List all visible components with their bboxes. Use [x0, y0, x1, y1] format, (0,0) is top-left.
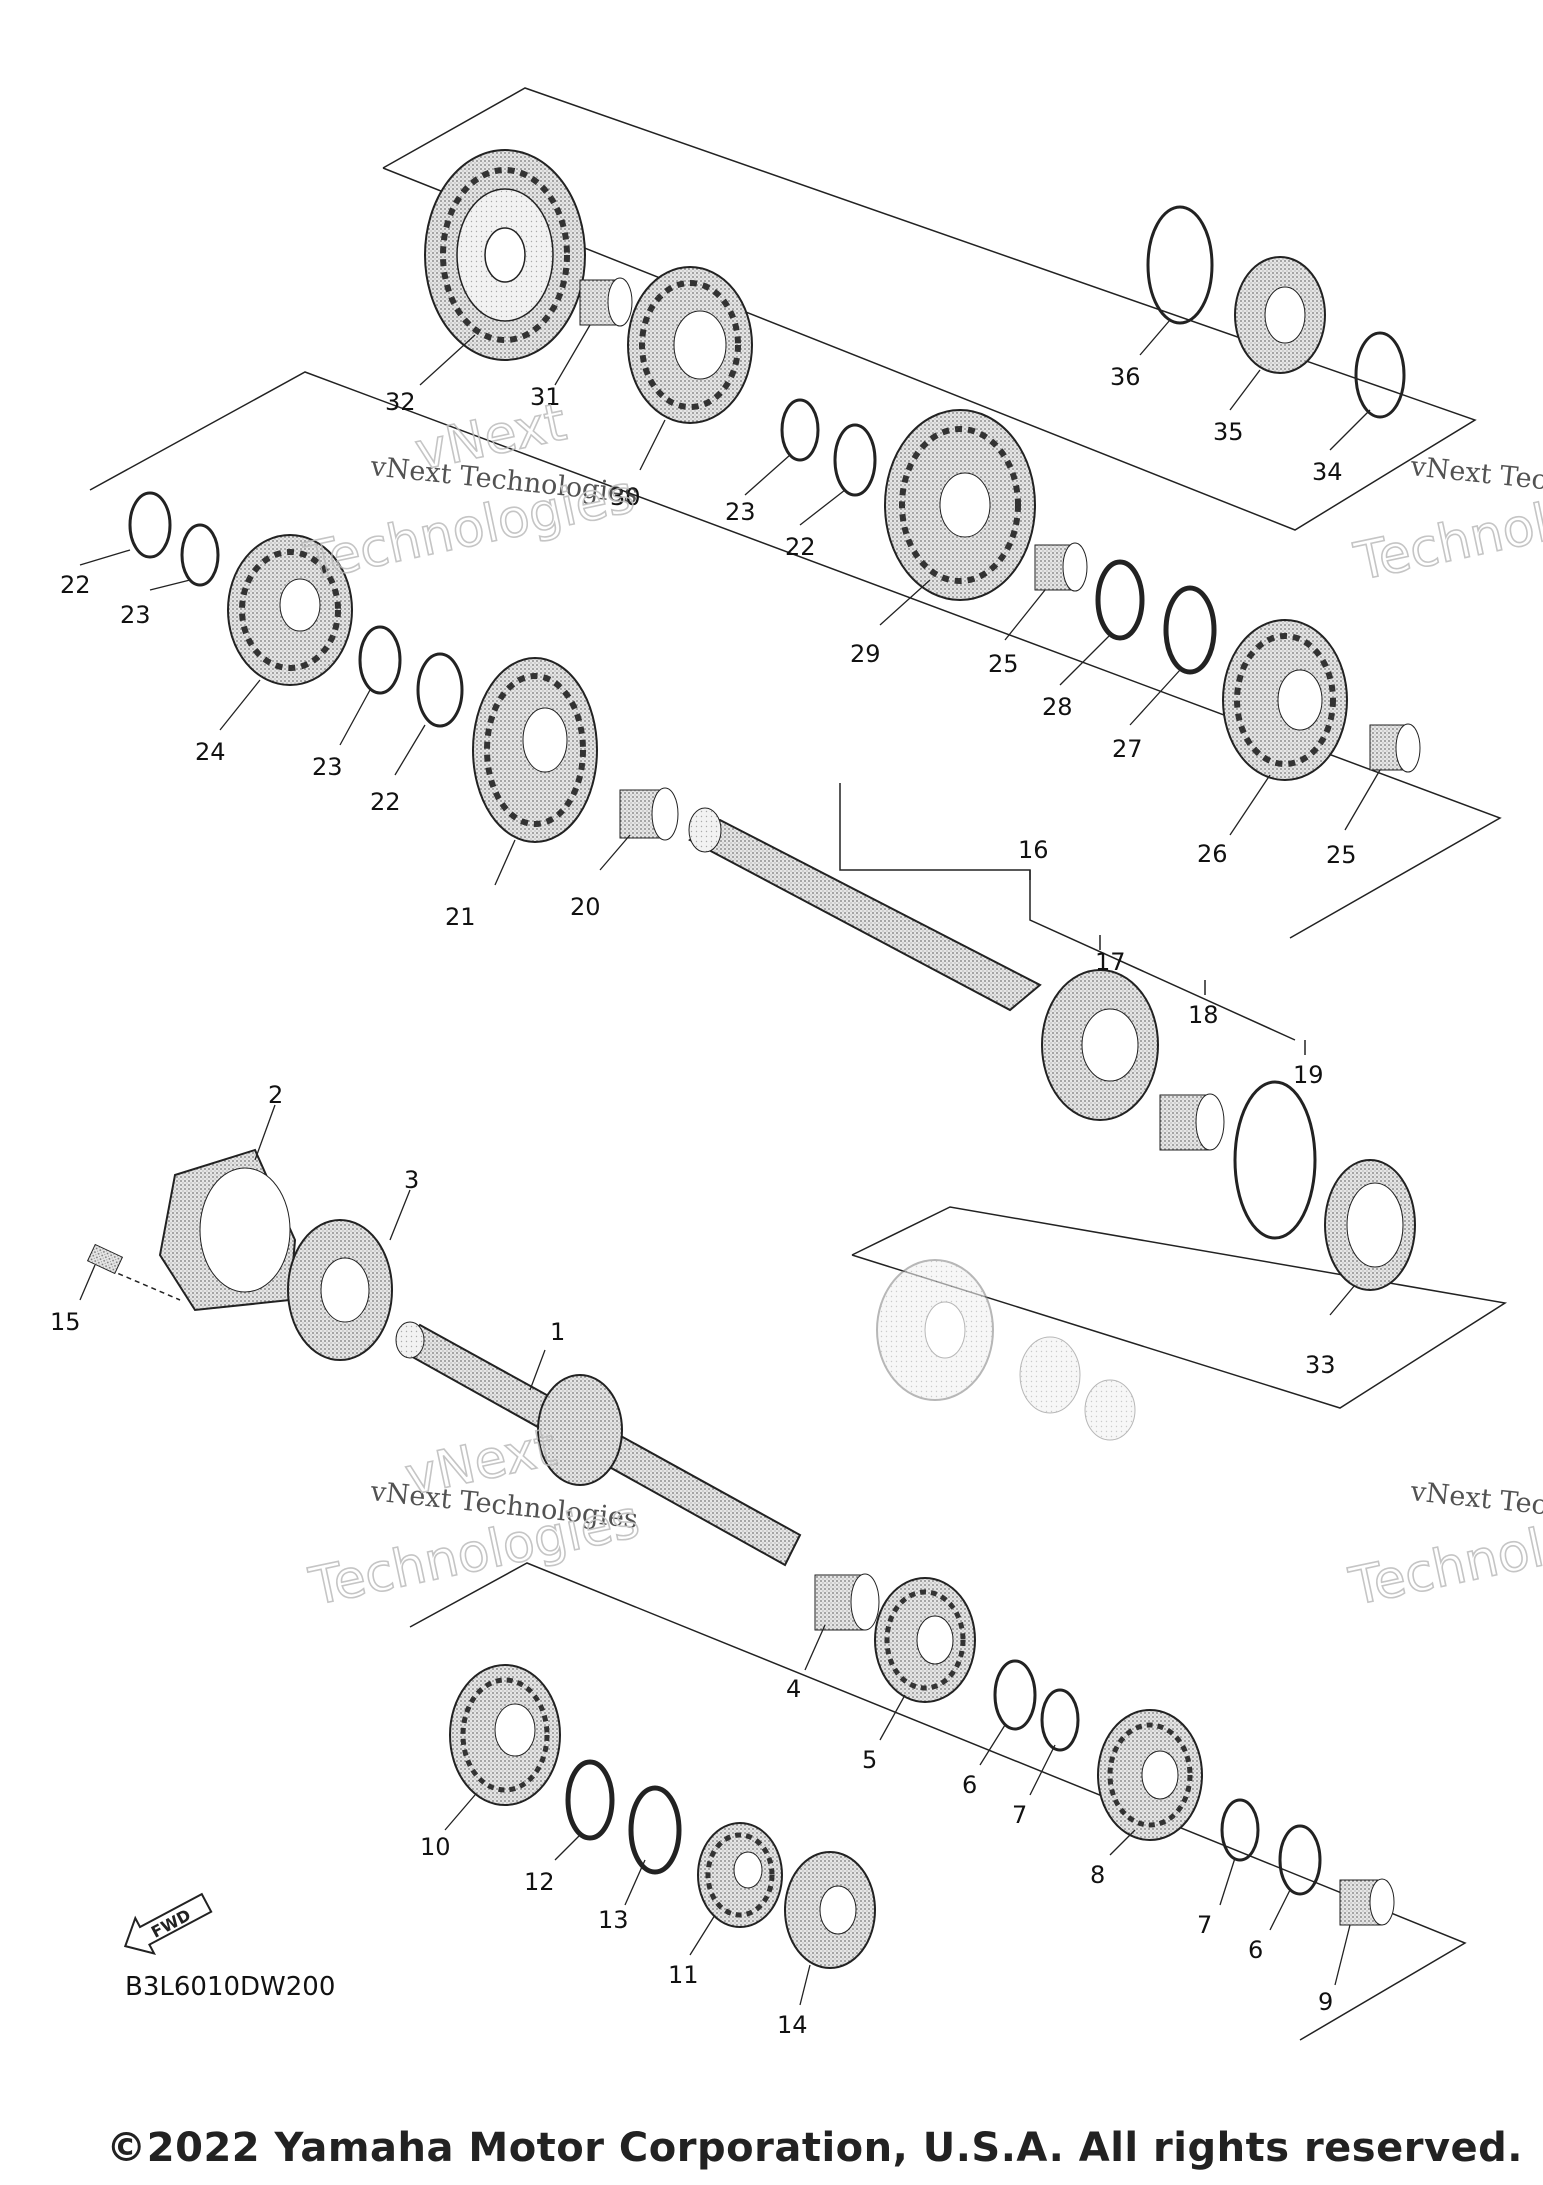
bearing-14: [784, 1851, 876, 1969]
frame-main-lower: [409, 1562, 1467, 2041]
callout-35: 35: [1213, 418, 1244, 446]
gear-24: [227, 534, 353, 686]
callout-22-upper: 22: [785, 533, 816, 561]
callout-31: 31: [530, 383, 561, 411]
gear-10: [449, 1664, 561, 1806]
circlip-19: [1233, 1080, 1317, 1240]
callout-leaders: [79, 319, 1381, 2006]
circlips-6-7: [993, 1659, 1322, 1896]
main-axle-1: [395, 1321, 802, 1567]
callout-28: 28: [1042, 693, 1073, 721]
gear-8: [1097, 1709, 1203, 1841]
bearing-housing-2: [158, 1148, 297, 1312]
callout-1: 1: [550, 1318, 565, 1346]
callout-22-mid: 22: [370, 788, 401, 816]
countershaft-16: [688, 807, 1042, 1012]
callout-34: 34: [1312, 458, 1343, 486]
frame-output: [851, 1206, 1508, 1409]
callout-25-lower: 25: [1326, 841, 1357, 869]
callout-25-upper: 25: [988, 650, 1019, 678]
callout-15: 15: [50, 1308, 81, 1336]
frame-upper-gears: [382, 87, 1477, 531]
callout-6-lower: 6: [1248, 1936, 1263, 1964]
callout-14: 14: [777, 2011, 808, 2039]
bearing-35: [1234, 256, 1326, 374]
callout-27: 27: [1112, 735, 1143, 763]
callout-33: 33: [1305, 1351, 1336, 1379]
circlip-36: [1146, 205, 1214, 325]
gear-29: [884, 409, 1036, 601]
callout-3: 3: [404, 1166, 419, 1194]
drive-sprocket: [876, 1259, 1136, 1441]
fwd-arrow-icon: FWD: [123, 1892, 213, 1955]
callout-2: 2: [268, 1081, 283, 1109]
diagram-code: B3L6010DW200: [125, 1972, 335, 2002]
gear-32: [424, 149, 586, 361]
callout-12: 12: [524, 1868, 555, 1896]
bearing-3: [287, 1219, 393, 1361]
callout-36: 36: [1110, 363, 1141, 391]
circlips-22-23-upper: [780, 398, 877, 497]
bushing-20: [619, 787, 679, 841]
callout-9: 9: [1318, 1988, 1333, 2016]
bushing-25-upper: [1034, 542, 1088, 592]
callout-11: 11: [668, 1961, 699, 1989]
callout-18: 18: [1188, 1001, 1219, 1029]
collar-18: [1159, 1093, 1225, 1151]
callout-23-mid: 23: [312, 753, 343, 781]
bearing-17: [1041, 969, 1159, 1121]
callout-24: 24: [195, 738, 226, 766]
callout-labels: 32 31 30 23 22 29 25 28 27 26 25 36 35 3…: [50, 363, 1357, 2039]
circlip-34: [1354, 331, 1406, 419]
callout-19: 19: [1293, 1061, 1324, 1089]
gear-21: [472, 657, 598, 843]
callout-30: 30: [610, 483, 641, 511]
copyright-notice: ©2022 Yamaha Motor Corporation, U.S.A. A…: [106, 2125, 1523, 2171]
callout-22-left: 22: [60, 571, 91, 599]
callout-32: 32: [385, 388, 416, 416]
callout-26: 26: [1197, 840, 1228, 868]
gear-5: [874, 1577, 976, 1703]
callout-7-lower: 7: [1197, 1911, 1212, 1939]
callout-13: 13: [598, 1906, 629, 1934]
callout-6-upper: 6: [962, 1771, 977, 1799]
circlips-22-23-left: [128, 491, 220, 587]
bushing-9: [1339, 1878, 1395, 1926]
callout-29: 29: [850, 640, 881, 668]
callout-10: 10: [420, 1833, 451, 1861]
washers-27-28: [1095, 559, 1217, 675]
bushing-4: [814, 1573, 880, 1631]
callout-16: 16: [1018, 836, 1049, 864]
callout-23-left: 23: [120, 601, 151, 629]
bolt-15: [86, 1243, 124, 1275]
group-frames: [89, 87, 1508, 2041]
callout-23-upper: 23: [725, 498, 756, 526]
callout-20: 20: [570, 893, 601, 921]
callout-5: 5: [862, 1746, 877, 1774]
bearing-31: [579, 277, 633, 327]
callout-17: 17: [1095, 948, 1126, 976]
gear-30: [627, 266, 753, 424]
bushing-25-lower: [1369, 723, 1421, 773]
callout-4: 4: [786, 1675, 801, 1703]
gear-11: [697, 1822, 783, 1928]
callout-21: 21: [445, 903, 476, 931]
frame-countershaft: [89, 371, 1502, 939]
circlips-22-23-mid: [358, 625, 464, 728]
oil-seal-33: [1324, 1159, 1416, 1291]
washers-12-13: [565, 1759, 682, 1875]
callout-8: 8: [1090, 1861, 1105, 1889]
callout-7-upper: 7: [1012, 1801, 1027, 1829]
gear-26: [1222, 619, 1348, 781]
